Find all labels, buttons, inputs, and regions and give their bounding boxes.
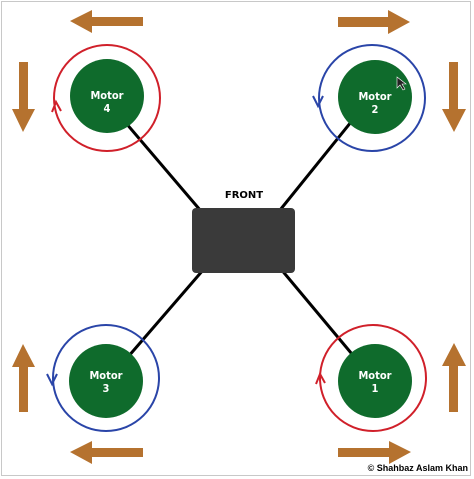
motor-label: Motor: [89, 369, 122, 382]
motor-disc: [338, 60, 412, 134]
arrow-up-icon: [442, 343, 466, 412]
rotation-arrowhead-icon: [51, 99, 62, 113]
motor-number: 1: [372, 382, 379, 395]
rotation-arrowhead-icon: [312, 95, 324, 109]
rotation-ring-clockwise: [53, 44, 161, 152]
motor-label: Motor: [90, 89, 123, 102]
rotation-ring-counterclockwise: [52, 324, 160, 432]
motor-disc: [338, 344, 412, 418]
motor-disc: [70, 59, 144, 133]
arrow-up-icon: [12, 344, 35, 412]
arrow-left-icon: [70, 10, 143, 33]
arrow-down-icon: [442, 62, 466, 132]
arrow-left-icon: [70, 441, 143, 464]
copyright-text: © Shahbaz Aslam Khan: [367, 463, 468, 473]
rotation-ring-clockwise: [319, 324, 427, 432]
quadcopter-body: [192, 208, 295, 273]
motor-number: 2: [372, 103, 379, 116]
rotation-ring-counterclockwise: [318, 44, 426, 152]
arrow-down-icon: [12, 62, 35, 132]
arrow-right-icon: [338, 441, 411, 464]
rotation-arrowhead-icon: [315, 371, 326, 385]
motor-number: 3: [103, 382, 110, 395]
motor-2: Motor 2: [312, 44, 426, 152]
motor-label: Motor: [358, 369, 391, 382]
mouse-cursor-icon: [396, 76, 407, 91]
motor-1: Motor 1: [315, 324, 427, 432]
motor-label: Motor: [358, 90, 391, 103]
rotation-arrowhead-icon: [46, 373, 58, 387]
arrow-right-icon: [338, 10, 410, 34]
motor-4: Motor 4: [51, 44, 161, 152]
front-label: FRONT: [225, 190, 263, 201]
motor-disc: [69, 344, 143, 418]
motor-number: 4: [104, 102, 111, 115]
motor-3: Motor 3: [46, 324, 160, 432]
